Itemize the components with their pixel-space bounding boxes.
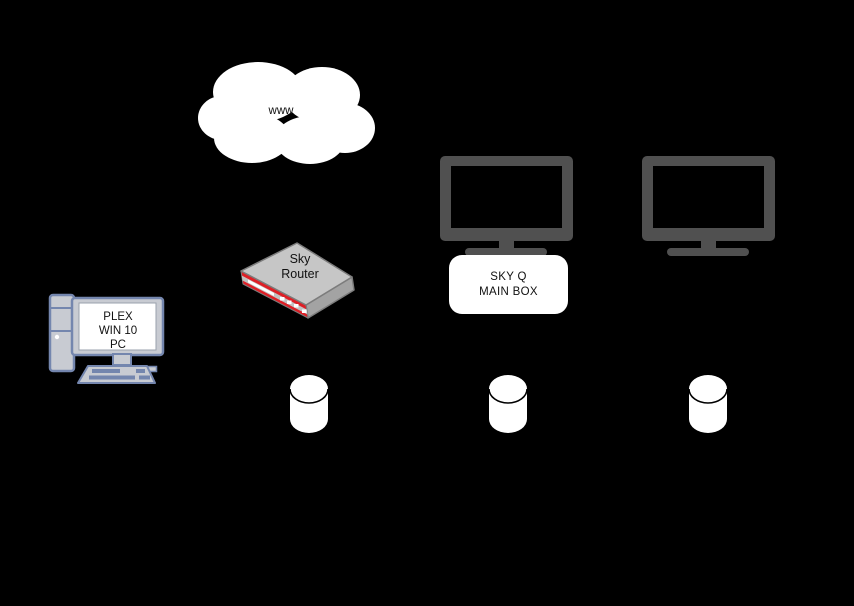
drive-body <box>290 375 328 433</box>
storage-drive-1-icon <box>289 375 329 433</box>
pc-key <box>136 369 145 373</box>
tv-stand-base <box>465 248 547 256</box>
skyq-label-line1: SKY Q <box>490 270 527 283</box>
tv-stand-neck <box>499 240 514 250</box>
router-vent-slot <box>248 279 274 296</box>
pc-screen-label-line2: WIN 10 <box>99 325 137 337</box>
pc-power-led <box>54 334 60 340</box>
tv-screen <box>451 166 562 228</box>
cloud-label: www <box>268 105 295 117</box>
plex-pc-icon: PLEX WIN 10 PC <box>48 293 165 384</box>
drive-top-edge <box>488 388 528 404</box>
tv-left-icon <box>440 156 573 257</box>
skyq-label-line2: MAIN BOX <box>479 285 538 298</box>
router-label-line2: Router <box>281 267 319 281</box>
router-port <box>294 304 299 308</box>
pc-monitor-stand <box>112 353 132 366</box>
router-port <box>302 309 307 313</box>
sky-q-main-box: SKY Q MAIN BOX <box>449 255 568 314</box>
pc-keyboard <box>77 365 156 384</box>
pc-key-row <box>89 375 135 380</box>
router-label-line1: Sky <box>290 252 312 266</box>
router-port <box>280 297 285 301</box>
pc-screen <box>78 302 157 351</box>
drive-top-edge <box>688 388 728 404</box>
internet-cloud-icon: www <box>198 62 375 164</box>
pc-tower <box>48 293 76 373</box>
drive-body <box>689 375 727 433</box>
tv-right-icon <box>642 156 775 257</box>
tv-stand-neck <box>701 240 716 250</box>
tv-screen <box>653 166 764 228</box>
drive-top-edge <box>289 388 329 404</box>
tv-stand-base <box>667 248 749 256</box>
router-port <box>287 300 292 304</box>
storage-drive-3-icon <box>688 375 728 433</box>
router-top-face <box>240 242 353 306</box>
pc-screen-label-line1: PLEX <box>103 311 133 323</box>
storage-drive-2-icon <box>488 375 528 433</box>
pc-key-row <box>92 369 120 373</box>
pc-key <box>139 375 150 380</box>
drive-body <box>489 375 527 433</box>
sky-router-icon: Sky Router <box>240 242 355 319</box>
pc-screen-label-line3: PC <box>110 339 126 351</box>
